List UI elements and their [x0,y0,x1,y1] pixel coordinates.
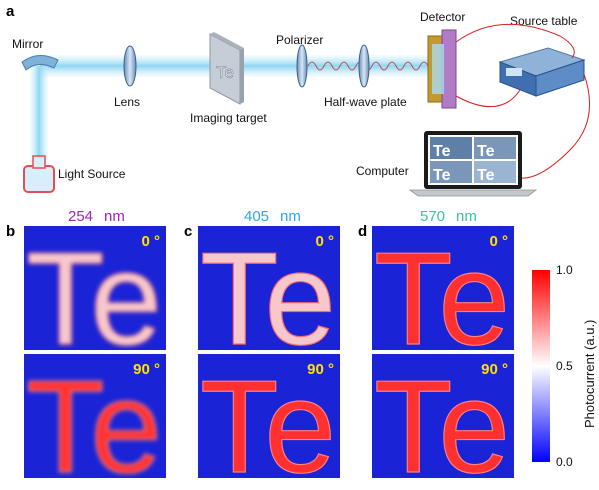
imaging-target-label: Imaging target [190,111,267,125]
source-table [498,47,586,97]
map-tile-405-0: Te0 ° [198,224,340,373]
map-background [372,226,514,350]
light-source-label: Light Source [58,167,126,181]
panel-label-c: c [184,223,192,240]
wavelength-unit: nm [280,208,301,225]
map-tile-254-0: Te0 ° [24,224,166,373]
light-source [23,155,55,193]
wavelength-value: 405 [244,208,269,225]
lens-label: Lens [114,95,140,109]
detector [427,29,457,109]
screen-text-4: Te [477,167,495,184]
map-background [198,226,340,350]
screen-text-1: Te [433,143,451,160]
angle-label: 0 ° [315,233,334,250]
map-letters: Te [374,225,510,372]
imaging-target [209,32,244,105]
map-letters: Te [26,353,162,490]
vertical-beam [30,66,48,166]
panel-label-d: d [358,223,367,240]
computer [408,131,538,197]
map-background [372,354,514,478]
wavelength-header-405: 405 nm [244,208,301,225]
half-wave-plate-label: Half-wave plate [324,95,407,109]
map-letters: Te [200,225,336,372]
screen-text-2: Te [477,143,495,160]
colorbar [532,270,550,462]
map-letters: Te [200,353,336,490]
wavelength-unit: nm [456,208,477,225]
wire-computer [519,73,590,179]
angle-label: 0 ° [141,233,160,250]
detector-label: Detector [420,10,465,24]
map-background [24,354,166,478]
wire-middle [455,89,521,108]
lens [123,45,137,87]
polarizer-label: Polarizer [276,33,323,47]
map-background [198,354,340,478]
angle-label: 90 ° [481,361,508,378]
mirror-label: Mirror [12,37,43,51]
colorbar-tick-low: 0.0 [556,455,573,469]
target-letters: Te [216,63,234,82]
screen-text-3: Te [433,167,451,184]
map-letters: Te [26,225,162,372]
wire-top [455,23,575,59]
wavelength-unit: nm [104,208,125,225]
source-table-label: Source table [510,14,578,28]
panel-label-a: a [6,3,15,20]
wavelength-value: 570 [420,208,445,225]
panel-label-b: b [6,223,15,240]
wavelength-header-570: 570 nm [420,208,477,225]
mirror [21,55,59,71]
colorbar-label: Photocurrent (a.u.) [582,320,597,428]
colorbar-tick-mid: 0.5 [556,359,573,373]
colorbar-tick-high: 1.0 [556,263,573,277]
angle-label: 90 ° [307,361,334,378]
map-tile-570-0: Te0 ° [372,224,514,373]
computer-label: Computer [356,164,409,178]
polarizer [296,44,308,88]
half-wave-plate [358,44,370,88]
wavelength-header-254: 254 nm [68,208,125,225]
map-background [24,226,166,350]
map-letters: Te [374,353,510,490]
wavelength-value: 254 [68,208,93,225]
angle-label: 0 ° [489,233,508,250]
angle-label: 90 ° [133,361,160,378]
